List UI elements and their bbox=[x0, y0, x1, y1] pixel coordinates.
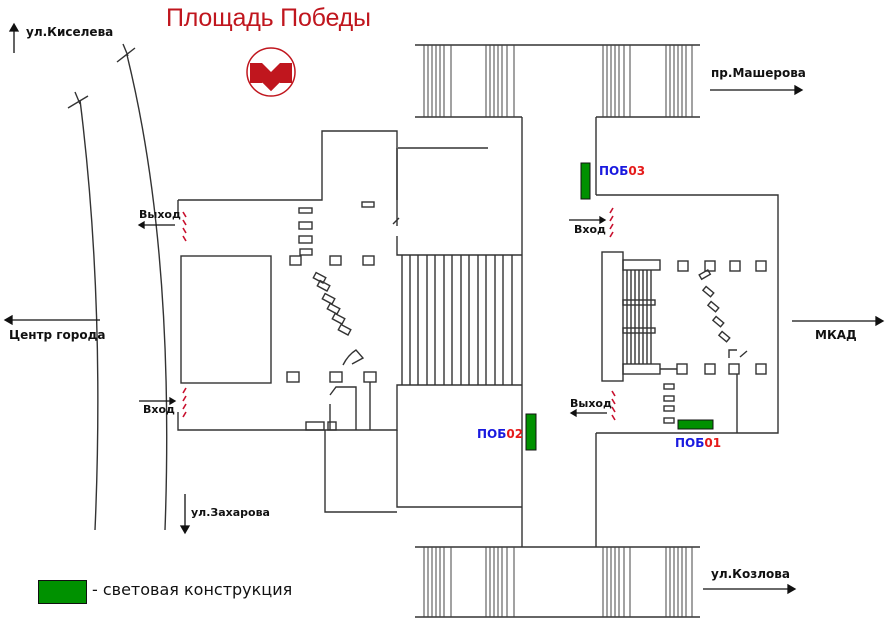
right-exit-label: Выход bbox=[570, 397, 612, 410]
light-structures bbox=[525, 162, 714, 451]
sign-number: 02 bbox=[506, 427, 524, 441]
sign-prefix: ПОБ bbox=[477, 427, 507, 441]
road-curve-outer bbox=[79, 99, 99, 531]
road-curve-inner bbox=[126, 54, 168, 531]
right-entry-label: Вход bbox=[574, 223, 606, 236]
stairs bbox=[423, 45, 693, 617]
doors bbox=[182, 207, 616, 421]
street-label-zakharova: ул.Захарова bbox=[191, 506, 270, 519]
street-label-masherova: пр.Машерова bbox=[711, 66, 806, 80]
street-label-kiseleva: ул.Киселева bbox=[26, 25, 114, 39]
left-exit-label: Выход bbox=[139, 208, 181, 221]
sign-number: 03 bbox=[628, 164, 646, 178]
escalator-left bbox=[401, 255, 513, 385]
sign-pob01[interactable]: ПОБ01 bbox=[675, 436, 721, 450]
direction-label-city-center: Центр города bbox=[9, 328, 106, 342]
legend-label: - световая конструкция bbox=[92, 580, 293, 599]
left-entry-label: Вход bbox=[143, 403, 175, 416]
sign-number: 01 bbox=[704, 436, 722, 450]
sign-prefix: ПОБ bbox=[599, 164, 629, 178]
sign-pob02[interactable]: ПОБ02 bbox=[477, 427, 523, 441]
station-title: Площадь Победы bbox=[166, 4, 371, 32]
direction-label-mkad: МКАД bbox=[815, 328, 857, 342]
minsk-metro-logo-icon bbox=[246, 47, 296, 97]
street-label-kozlova: ул.Козлова bbox=[711, 567, 790, 581]
sign-pob03[interactable]: ПОБ03 bbox=[599, 164, 645, 178]
sign-prefix: ПОБ bbox=[675, 436, 705, 450]
escalator-right bbox=[626, 270, 652, 364]
legend-swatch bbox=[38, 580, 87, 604]
